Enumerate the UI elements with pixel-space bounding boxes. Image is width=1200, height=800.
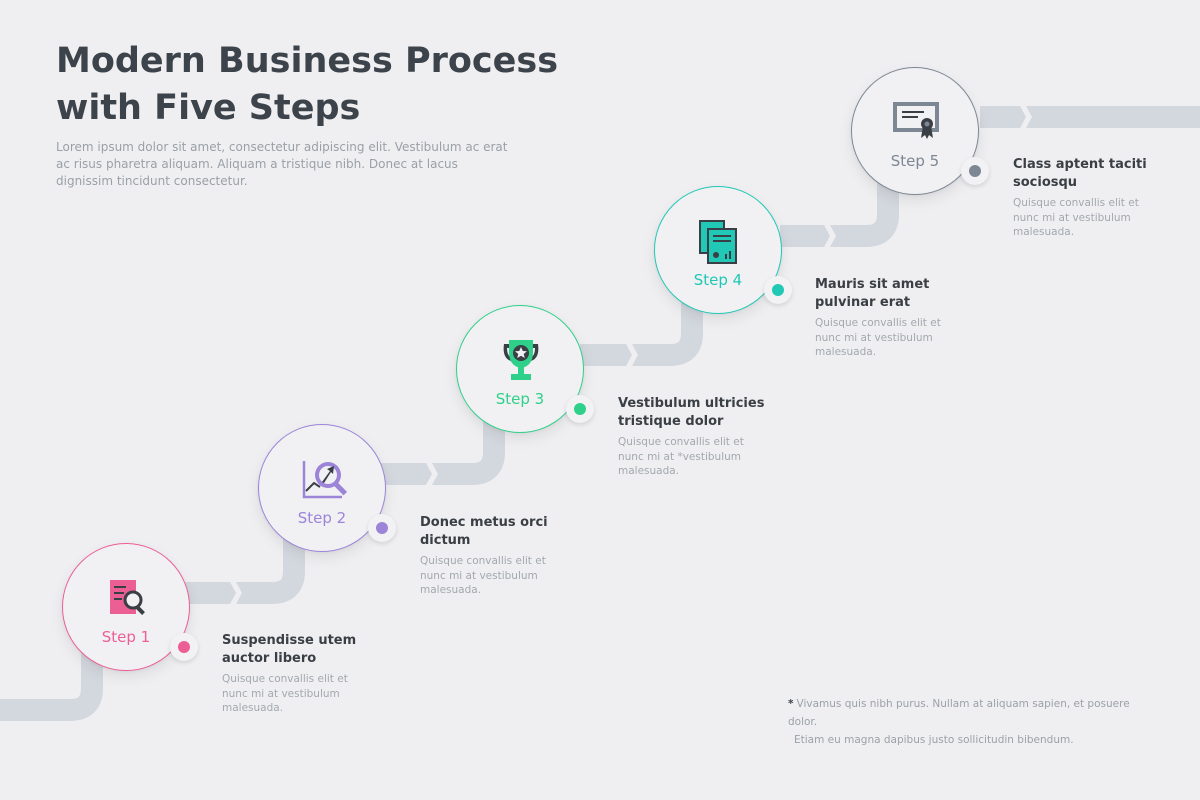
step-3-heading: Vestibulum ultricies tristique dolor — [618, 396, 765, 429]
step-1-dot — [178, 641, 190, 653]
path-chevron-3 — [626, 344, 638, 366]
step-5-knob — [961, 157, 989, 185]
step-2-dot — [376, 522, 388, 534]
footnote: *Vivamus quis nibh purus. Nullam at aliq… — [788, 695, 1158, 749]
step-1-description: Suspendisse utem auctor libero Quisque c… — [222, 632, 372, 716]
footnote-star: * — [788, 698, 794, 710]
path-segment-3-4 — [580, 287, 703, 366]
path-chevron-4 — [824, 225, 836, 247]
certificate-icon — [893, 102, 939, 139]
step-1-label: Step 1 — [101, 628, 151, 646]
step-1-knob — [170, 633, 198, 661]
intro-text: Lorem ipsum dolor sit amet, consectetur … — [56, 140, 508, 188]
title-line-1: Modern Business Process — [56, 41, 559, 81]
title-line-2: with Five Steps — [56, 88, 361, 128]
path-segment-2-3 — [380, 406, 505, 485]
footnote-line-2: Etiam eu magna dapibus justo sollicitudi… — [794, 734, 1074, 746]
step-5-text: Quisque convallis elit et nunc mi at ves… — [1013, 197, 1139, 238]
trophy-icon — [503, 340, 539, 380]
path-segment-start — [0, 640, 103, 721]
step-1-heading: Suspendisse utem auctor libero — [222, 633, 357, 666]
path-chevron-5 — [1020, 106, 1032, 128]
step-4-description: Mauris sit amet pulvinar erat Quisque co… — [815, 276, 965, 360]
step-2-text: Quisque convallis elit et nunc mi at ves… — [420, 555, 546, 596]
step-2-description: Donec metus orci dictum Quisque convalli… — [420, 514, 570, 598]
step-2-heading: Donec metus orci dictum — [420, 515, 548, 548]
page-title: Modern Business Process with Five Steps — [56, 38, 576, 132]
step-2-knob — [368, 514, 396, 542]
step-3-circle: Step 3 — [456, 305, 584, 433]
step-4-circle: Step 4 — [654, 186, 782, 314]
step-1-text: Quisque convallis elit et nunc mi at ves… — [222, 673, 348, 714]
step-3-text: Quisque convallis elit et nunc mi at *ve… — [618, 436, 744, 477]
step-3-dot — [574, 403, 586, 415]
step-5-heading: Class aptent taciti sociosqu — [1013, 157, 1147, 190]
path-chevron-1 — [230, 582, 242, 604]
step-4-label: Step 4 — [693, 271, 743, 289]
step-5-dot — [969, 165, 981, 177]
path-segment-4-5 — [780, 170, 899, 247]
step-4-text: Quisque convallis elit et nunc mi at ves… — [815, 317, 941, 358]
step-3-description: Vestibulum ultricies tristique dolor Qui… — [618, 395, 768, 479]
path-chevron-2 — [426, 463, 438, 485]
step-1-circle: Step 1 — [62, 543, 190, 671]
step-3-label: Step 3 — [495, 390, 545, 408]
step-4-knob — [764, 276, 792, 304]
step-4-dot — [772, 284, 784, 296]
step-2-label: Step 2 — [297, 509, 347, 527]
footnote-line-1: Vivamus quis nibh purus. Nullam at aliqu… — [788, 698, 1130, 728]
growth-analysis-icon — [302, 461, 348, 499]
documents-icon — [699, 220, 737, 264]
path-segment-1-2 — [180, 525, 305, 604]
step-5-circle: Step 5 — [851, 67, 979, 195]
step-5-label: Step 5 — [890, 152, 940, 170]
step-3-knob — [566, 395, 594, 423]
step-4-heading: Mauris sit amet pulvinar erat — [815, 277, 930, 310]
step-2-circle: Step 2 — [258, 424, 386, 552]
step-5-description: Class aptent taciti sociosqu Quisque con… — [1013, 156, 1163, 240]
document-search-icon — [110, 580, 145, 615]
